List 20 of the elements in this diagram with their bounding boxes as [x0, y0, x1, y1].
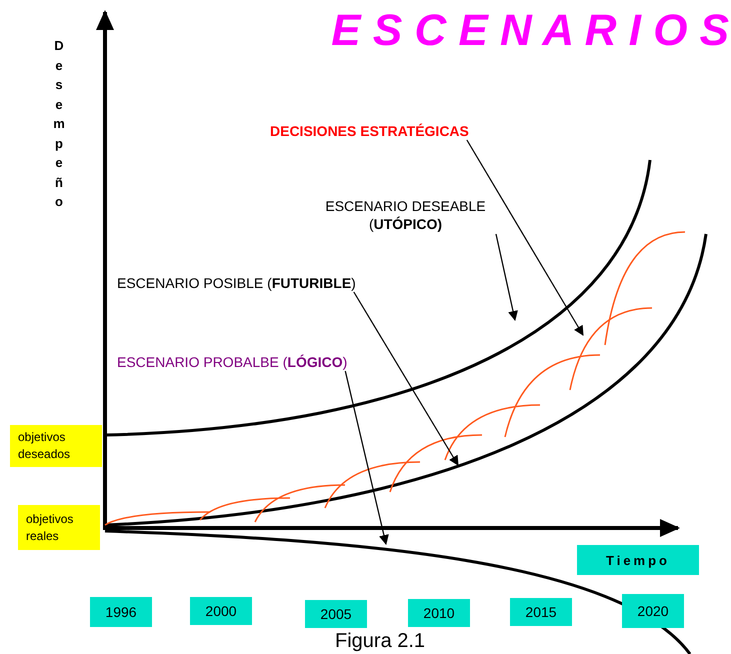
- year-box: 2010: [408, 599, 470, 627]
- year-box: 1996: [90, 597, 152, 627]
- leader-arrow: [495, 234, 518, 321]
- callout-label: ESCENARIO POSIBLE (FUTURIBLE): [117, 275, 356, 291]
- leader-arrow: [344, 370, 389, 545]
- title: E S C E N A R I O S: [331, 6, 729, 56]
- axis-title: Desempeño: [52, 37, 66, 211]
- callout-label: ESCENARIO PROBALBE (LÓGICO): [117, 354, 348, 370]
- callout-label: DECISIONES ESTRATÉGICAS: [270, 123, 469, 139]
- goal-box: objetivos reales: [18, 505, 100, 550]
- callout-label: ESCENARIO DESEABLE (UTÓPICO): [313, 197, 498, 233]
- goal-box: objetivos deseados: [10, 425, 102, 467]
- figure-caption: Figura 2.1: [335, 630, 426, 653]
- year-box: 2015: [510, 598, 572, 626]
- leader-arrow: [353, 292, 459, 466]
- year-box: 2000: [190, 597, 252, 625]
- leader-arrow: [466, 140, 584, 336]
- year-box: 2020: [622, 594, 684, 628]
- axis-label-box: Tiempo: [577, 545, 699, 575]
- year-box: 2005: [305, 600, 367, 628]
